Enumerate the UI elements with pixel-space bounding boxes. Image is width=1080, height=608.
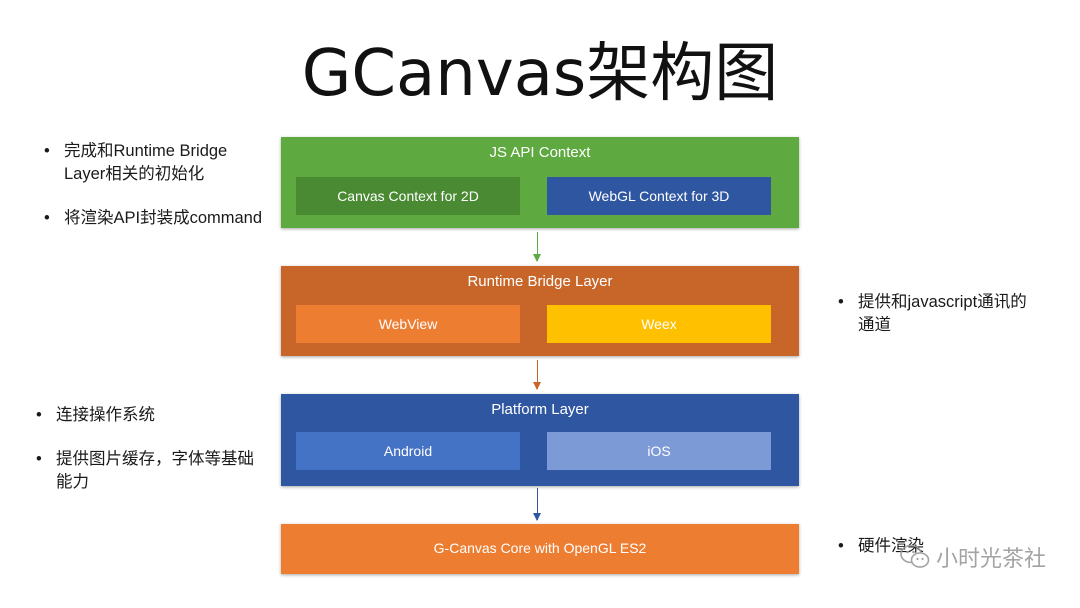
note-item: 提供图片缓存，字体等基础能力 — [36, 448, 256, 494]
layer-runtime-bridge: Runtime Bridge Layer WebView Weex — [281, 266, 799, 356]
notes-js-api: 完成和Runtime Bridge Layer相关的初始化 将渲染API封装成c… — [44, 140, 264, 230]
webview-box: WebView — [296, 305, 520, 343]
layer-gcanvas-core: G-Canvas Core with OpenGL ES2 — [281, 524, 799, 574]
layer-title: JS API Context — [489, 144, 591, 161]
notes-runtime-bridge: 提供和javascript通讯的通道 — [838, 291, 1043, 337]
layer-js-api-context: JS API Context Canvas Context for 2D Web… — [281, 137, 799, 228]
layer-title: Runtime Bridge Layer — [467, 273, 613, 290]
webgl-context-3d-box: WebGL Context for 3D — [547, 177, 771, 215]
layer-title: G-Canvas Core with OpenGL ES2 — [433, 540, 647, 556]
note-item: 将渲染API封装成command — [44, 207, 264, 230]
weex-box: Weex — [547, 305, 771, 343]
watermark-text: 小时光茶社 — [935, 546, 1046, 571]
arrow-js-to-runtime — [533, 232, 541, 262]
note-item: 连接操作系统 — [36, 404, 256, 427]
page-title: GCanvas架构图 — [301, 37, 779, 111]
watermark: 小时光茶社 — [900, 541, 1046, 573]
android-box: Android — [296, 432, 520, 470]
note-item: 硬件渲染 — [838, 535, 978, 558]
wechat-icon — [900, 544, 930, 568]
notes-core: 硬件渲染 — [838, 535, 978, 558]
ios-box: iOS — [547, 432, 771, 470]
canvas-context-2d-box: Canvas Context for 2D — [296, 177, 520, 215]
notes-platform: 连接操作系统 提供图片缓存，字体等基础能力 — [36, 404, 256, 494]
layer-title: Platform Layer — [491, 401, 589, 418]
arrow-platform-to-core — [533, 488, 541, 521]
arrow-runtime-to-platform — [533, 360, 541, 390]
note-item: 完成和Runtime Bridge Layer相关的初始化 — [44, 140, 264, 186]
layer-platform: Platform Layer Android iOS — [281, 394, 799, 486]
note-item: 提供和javascript通讯的通道 — [838, 291, 1043, 337]
